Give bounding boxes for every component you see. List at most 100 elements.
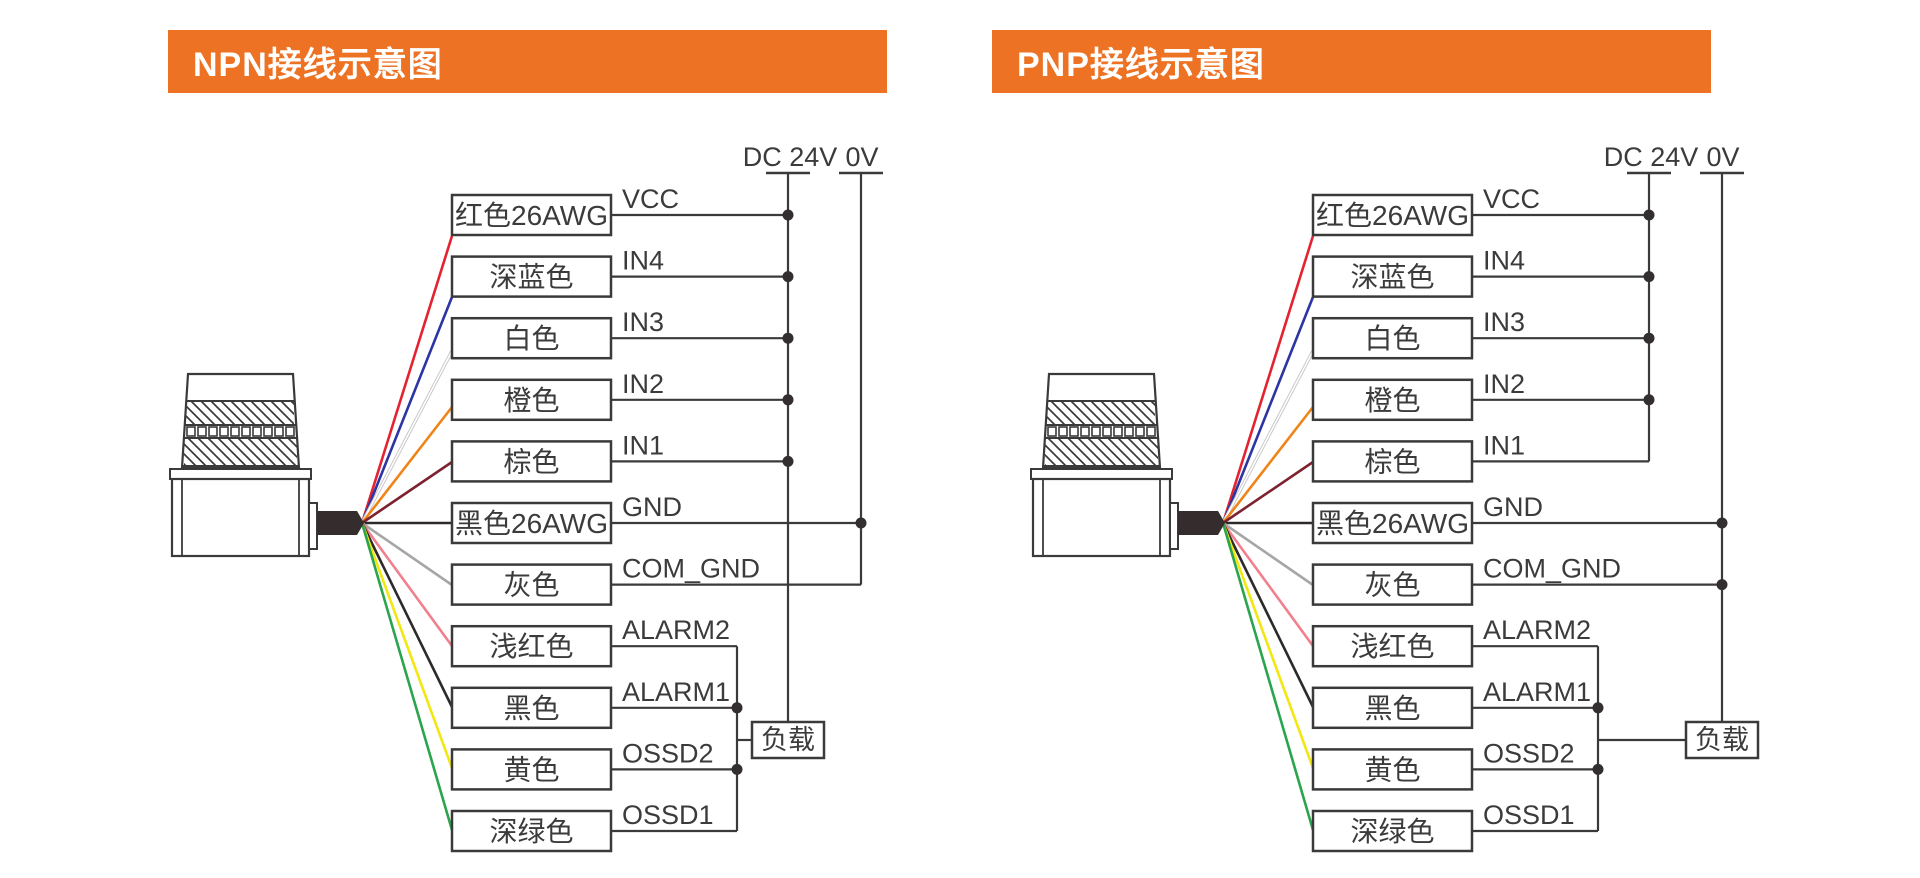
sensor-tooth: [241, 426, 251, 437]
signal-label: ALARM1: [622, 677, 730, 707]
brown-wire: [1222, 460, 1314, 525]
ov-label: 0V: [1706, 142, 1739, 172]
wire-label: 白色: [503, 323, 559, 354]
wire-label-box: [450, 624, 613, 668]
junction-dot: [1643, 394, 1655, 406]
sensor-cable: [1178, 511, 1225, 535]
sensor: [169, 372, 364, 558]
sensor-tooth: [230, 426, 240, 437]
wire-label-box: [1311, 316, 1474, 360]
wire-label-box: [450, 686, 613, 730]
gray-wire: [1222, 521, 1314, 587]
wire-label-box: [1311, 686, 1474, 730]
pnp-title: PNP接线示意图: [1017, 46, 1265, 84]
sensor-tooth: [274, 426, 284, 437]
signal-label: OSSD1: [1483, 800, 1575, 830]
sensor-body: [170, 477, 311, 558]
wire-label: 浅红色: [1350, 631, 1434, 662]
sensor-tooth: [1069, 426, 1079, 437]
sensor-tooth: [1113, 426, 1123, 437]
light-red-wire: [1221, 522, 1315, 647]
wire-label-box: [1311, 255, 1474, 298]
wire-label: 白色: [1364, 323, 1420, 354]
wire-label: 灰色: [1364, 570, 1420, 601]
brown-wire: [361, 460, 453, 525]
wire-label: 黑色: [1364, 693, 1420, 724]
wire-label: 黑色26AWG: [455, 508, 608, 539]
signal-label: IN1: [1483, 430, 1525, 460]
white-wire-core: [361, 350, 453, 524]
wire-label: 红色26AWG: [455, 200, 608, 231]
signal-label: VCC: [622, 184, 679, 214]
junction-dot: [1716, 579, 1728, 591]
sensor-tooth: [263, 426, 273, 437]
junction-dot: [1592, 702, 1604, 714]
junction-dot: [1643, 271, 1655, 283]
sensor-tooth: [1124, 426, 1134, 437]
signal-label: OSSD1: [622, 800, 714, 830]
wire-label-box: [1311, 624, 1474, 668]
signal-label: IN4: [622, 246, 664, 276]
sensor-hatch-band-top: [1047, 401, 1155, 425]
sensor-hatch-band-top: [186, 401, 294, 425]
red-wire: [360, 235, 454, 524]
red-wire: [1221, 235, 1315, 524]
wire-label: 红色26AWG: [1316, 200, 1469, 231]
junction-dot: [782, 394, 794, 406]
load-label: 负载: [761, 725, 815, 755]
wire-label: 深蓝色: [489, 262, 573, 293]
sensor-tooth: [208, 426, 218, 437]
sensor-tooth: [1091, 426, 1101, 437]
dark-green-wire: [360, 522, 454, 831]
wire-label: 深绿色: [489, 816, 573, 847]
load-box: [750, 720, 826, 760]
wire-label-box: [450, 193, 613, 237]
signal-label: ALARM2: [622, 615, 730, 645]
sensor-top-plate: [1030, 468, 1173, 480]
wire-label-box: [1311, 440, 1474, 483]
wire-label-box: [1311, 501, 1474, 545]
sensor-tooth: [252, 426, 262, 437]
signal-label: IN4: [1483, 246, 1525, 276]
junction-dot: [1643, 209, 1655, 221]
dark-blue-wire: [360, 296, 454, 524]
sensor-cable: [317, 511, 364, 535]
wire-label: 橙色: [1364, 385, 1420, 416]
wire-label: 棕色: [503, 446, 559, 477]
sensor-body: [1031, 477, 1172, 558]
pnp-title-bar: PNP接线示意图: [992, 30, 1711, 93]
wire-label-box: [450, 748, 613, 791]
sensor-tooth: [1047, 426, 1057, 437]
wire-label: 橙色: [503, 385, 559, 416]
wire-label-box: [1311, 378, 1474, 422]
junction-dot: [782, 455, 794, 467]
signal-label: COM_GND: [622, 554, 760, 584]
junction-dot: [731, 702, 743, 714]
dc24v-label: DC 24V: [1604, 142, 1699, 172]
black-wire-2: [1221, 522, 1315, 708]
junction-dot: [855, 517, 867, 529]
sensor-tooth: [186, 426, 196, 437]
dark-green-wire: [1221, 522, 1315, 831]
wire-label: 灰色: [503, 570, 559, 601]
orange-wire: [1221, 406, 1315, 524]
light-red-wire: [360, 522, 454, 647]
sensor-top-plate: [169, 468, 312, 480]
wire-label-box: [450, 255, 613, 298]
dc24v-label: DC 24V: [743, 142, 838, 172]
wire-label: 黄色: [1364, 754, 1420, 785]
sensor-tooth: [219, 426, 229, 437]
sensor-tooth: [1146, 426, 1156, 437]
yellow-wire: [360, 522, 454, 769]
wire-label-box: [450, 316, 613, 360]
wire-label: 深蓝色: [1350, 262, 1434, 293]
sensor-connector: [308, 502, 318, 550]
wire-label-box: [1311, 193, 1474, 237]
junction-dot: [1716, 517, 1728, 529]
wire-label-box: [1311, 809, 1474, 853]
npn-title: NPN接线示意图: [193, 46, 443, 84]
junction-dot: [782, 332, 794, 344]
